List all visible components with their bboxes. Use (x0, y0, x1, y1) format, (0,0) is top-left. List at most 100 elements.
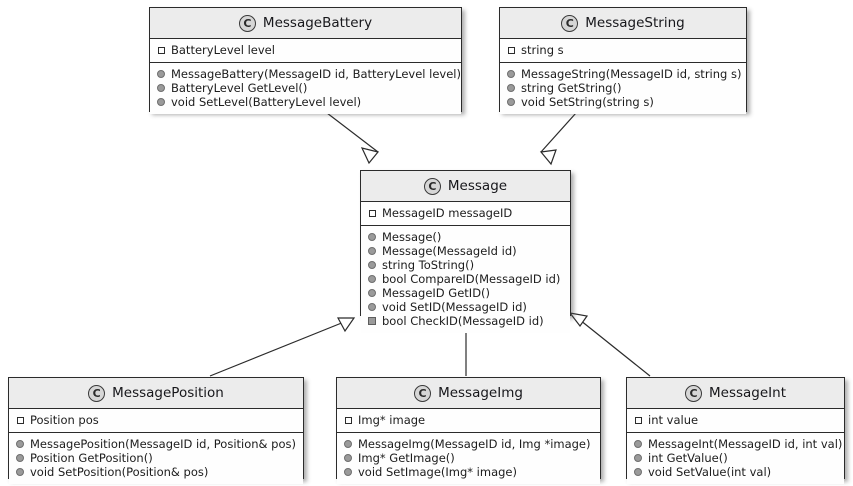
field-row: MessageID messageID (368, 206, 563, 220)
method-label: void SetValue(int val) (648, 465, 772, 479)
method-label: Img* GetImage() (358, 451, 455, 465)
field-label: MessageID messageID (382, 206, 513, 220)
class-stereotype-icon: C (414, 384, 432, 402)
class-name: Message (447, 178, 508, 194)
generalization-messageint-to-message (568, 312, 651, 377)
private-member-icon (17, 416, 24, 424)
class-box-message-string[interactable]: C MessageString string s MessageString(Mess… (499, 7, 747, 114)
private-member-icon (508, 46, 515, 54)
method-row: int GetValue() (634, 451, 837, 465)
class-stereotype-icon: C (423, 177, 441, 195)
class-methods: MessageBattery(MessageID id, BatteryLeve… (150, 62, 461, 114)
class-stereotype-icon: C (88, 384, 106, 402)
protected-member-icon (368, 317, 376, 325)
class-stereotype-icon: C (238, 14, 256, 32)
class-fields: Position pos (9, 409, 303, 432)
method-row: void SetValue(int val) (634, 465, 837, 479)
public-member-icon (507, 98, 515, 106)
method-label: MessageImg(MessageID id, Img *image) (358, 437, 591, 451)
method-label: string ToString() (382, 258, 475, 272)
public-member-icon (157, 84, 165, 92)
public-member-icon (368, 289, 376, 297)
method-label: MessageInt(MessageID id, int val) (648, 437, 843, 451)
generalization-messageposition-to-message (209, 317, 356, 377)
method-label: void SetPosition(Position& pos) (30, 465, 209, 479)
method-label: Position GetPosition() (30, 451, 153, 465)
class-methods: Message()Message(MessageId id)string ToS… (361, 225, 570, 333)
method-label: MessagePosition(MessageID id, Position& … (30, 437, 296, 451)
method-row: string GetString() (507, 81, 739, 95)
class-fields: string s (500, 39, 746, 62)
method-row: BatteryLevel GetLevel() (157, 81, 454, 95)
method-row: string ToString() (368, 258, 563, 272)
class-name: MessagePosition (112, 385, 224, 401)
field-label: string s (521, 43, 564, 57)
field-label: int value (648, 413, 699, 427)
class-methods: MessageInt(MessageID id, int val)int Get… (627, 432, 844, 484)
class-methods: MessageString(MessageID id, string s)str… (500, 62, 746, 114)
public-member-icon (157, 98, 165, 106)
field-label: Position pos (30, 413, 99, 427)
private-member-icon (345, 416, 352, 424)
private-member-icon (158, 46, 165, 54)
field-row: Position pos (16, 413, 296, 427)
method-row: void SetLevel(BatteryLevel level) (157, 95, 454, 109)
class-methods: MessageImg(MessageID id, Img *image)Img*… (337, 432, 600, 484)
class-header: C MessagePosition (9, 378, 303, 409)
field-label: Img* image (358, 413, 426, 427)
method-label: void SetImage(Img* image) (358, 465, 517, 479)
field-label: BatteryLevel level (171, 43, 275, 57)
method-row: MessagePosition(MessageID id, Position& … (16, 437, 296, 451)
method-row: bool CheckID(MessageID id) (368, 314, 563, 328)
public-member-icon (368, 233, 376, 241)
method-label: MessageID GetID() (382, 286, 491, 300)
class-fields: int value (627, 409, 844, 432)
method-label: bool CheckID(MessageID id) (382, 314, 544, 328)
class-name: MessageInt (709, 385, 786, 401)
public-member-icon (368, 261, 376, 269)
method-label: Message() (382, 230, 442, 244)
private-member-icon (635, 416, 642, 424)
private-member-icon (369, 209, 376, 217)
method-row: void SetString(string s) (507, 95, 739, 109)
field-row: Img* image (344, 413, 593, 427)
class-header: C MessageString (500, 8, 746, 39)
class-fields: BatteryLevel level (150, 39, 461, 62)
method-row: Message(MessageId id) (368, 244, 563, 258)
field-row: string s (507, 43, 739, 57)
method-row: MessageInt(MessageID id, int val) (634, 437, 842, 451)
public-member-icon (368, 303, 376, 311)
public-member-icon (16, 454, 24, 462)
public-member-icon (634, 440, 642, 448)
method-row: void SetID(MessageID id) (368, 300, 563, 314)
class-stereotype-icon: C (685, 384, 702, 402)
public-member-icon (634, 468, 642, 476)
class-methods: MessagePosition(MessageID id, Position& … (9, 432, 303, 484)
method-label: Message(MessageId id) (382, 244, 517, 258)
class-stereotype-icon: C (561, 14, 579, 32)
method-row: Position GetPosition() (16, 451, 296, 465)
public-member-icon (507, 84, 515, 92)
public-member-icon (507, 70, 515, 78)
class-name: MessageString (585, 15, 685, 31)
generalization-messagebattery-to-message (326, 112, 380, 165)
class-header: C Message (361, 171, 570, 202)
method-row: MessageBattery(MessageID id, BatteryLeve… (157, 67, 461, 81)
method-row: void SetPosition(Position& pos) (16, 465, 296, 479)
method-label: MessageString(MessageID id, string s) (521, 67, 742, 81)
field-row: int value (634, 413, 837, 427)
public-member-icon (344, 468, 352, 476)
method-row: Img* GetImage() (344, 451, 593, 465)
method-label: void SetString(string s) (521, 95, 654, 109)
method-label: BatteryLevel GetLevel() (171, 81, 308, 95)
method-row: Message() (368, 230, 563, 244)
method-label: MessageBattery(MessageID id, BatteryLeve… (171, 67, 461, 81)
